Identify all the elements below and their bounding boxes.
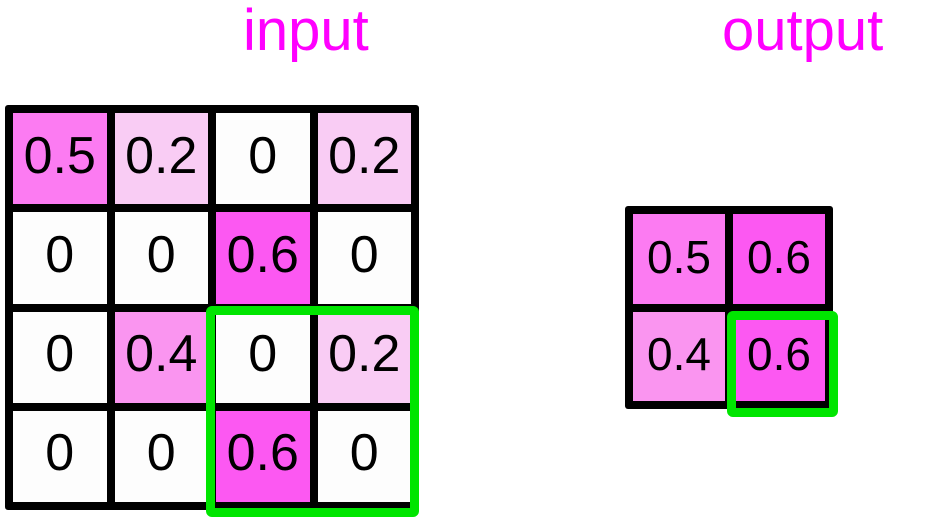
input-cell-value: 0 [349, 225, 379, 284]
input-cell-r3c1: 0 [114, 410, 208, 502]
input-cell-value: 0 [45, 325, 75, 384]
input-cell-value: 0.6 [226, 225, 299, 284]
input-cell-value: 0 [349, 424, 379, 483]
input-cell-r1c2: 0.6 [216, 212, 310, 304]
input-cell-r1c0: 0 [13, 212, 107, 304]
input-cell-r3c3: 0 [317, 410, 411, 502]
input-cell-r3c2: 0.6 [216, 410, 310, 502]
output-cell-r1c1: 0.6 [733, 311, 825, 401]
output-panel-title: output [722, 0, 884, 63]
input-cell-r2c2: 0 [216, 311, 310, 403]
input-cell-value: 0.6 [226, 424, 299, 483]
input-cell-r0c1: 0.2 [114, 113, 208, 205]
input-cell-value: 0.5 [23, 126, 96, 185]
output-matrix: 0.5 0.6 0.4 0.6 [625, 206, 833, 409]
input-panel-title: input [243, 0, 369, 63]
input-cell-r0c2: 0 [216, 113, 310, 205]
input-matrix: 0.5 0.2 0 0.2 0 0 0.6 0 0 0.4 0 0.2 0 0 … [5, 105, 419, 510]
output-cell-value: 0.4 [647, 328, 711, 381]
input-cell-value: 0 [45, 225, 75, 284]
input-cell-value: 0 [45, 424, 75, 483]
input-cell-value: 0 [146, 225, 176, 284]
input-cell-value: 0.2 [328, 325, 401, 384]
input-cell-value: 0.2 [328, 126, 401, 185]
input-cell-value: 0 [248, 126, 278, 185]
output-cell-r0c0: 0.5 [633, 214, 725, 304]
input-cell-r2c1: 0.4 [114, 311, 208, 403]
input-cell-value: 0.2 [125, 126, 198, 185]
input-cell-r1c3: 0 [317, 212, 411, 304]
input-cell-value: 0.4 [125, 325, 198, 384]
input-cell-r0c0: 0.5 [13, 113, 107, 205]
input-cell-value: 0 [146, 424, 176, 483]
output-cell-r1c0: 0.4 [633, 311, 725, 401]
output-cell-value: 0.6 [747, 328, 811, 381]
input-cell-r0c3: 0.2 [317, 113, 411, 205]
input-cell-r2c3: 0.2 [317, 311, 411, 403]
output-cell-value: 0.6 [747, 230, 811, 283]
input-cell-value: 0 [248, 325, 278, 384]
input-cell-r3c0: 0 [13, 410, 107, 502]
output-cell-value: 0.5 [647, 230, 711, 283]
output-cell-r0c1: 0.6 [733, 214, 825, 304]
input-cell-r2c0: 0 [13, 311, 107, 403]
input-cell-r1c1: 0 [114, 212, 208, 304]
